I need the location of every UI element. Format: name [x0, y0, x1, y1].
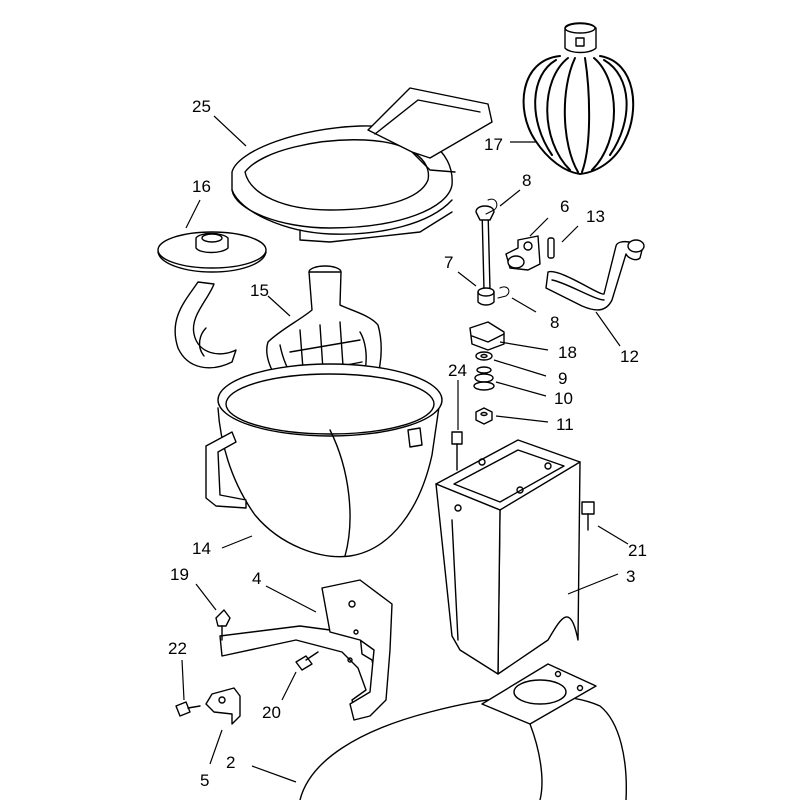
part-9-washer — [475, 351, 493, 361]
callout-3: 3 — [626, 567, 635, 586]
callout-20: 20 — [262, 703, 281, 722]
part-24-screw — [451, 431, 463, 471]
part-2-base — [299, 663, 627, 800]
part-21-screw — [581, 501, 595, 531]
part-8-clip-lower — [497, 286, 510, 299]
part-25-pouring-shield — [231, 87, 493, 243]
part-11-nut — [475, 407, 493, 425]
part-10-spring — [473, 366, 495, 391]
callout-25: 25 — [192, 97, 211, 116]
callout-6: 6 — [560, 197, 569, 216]
callout-11: 11 — [556, 415, 574, 434]
part-17-wire-whip — [522, 22, 635, 175]
part-13-roll-pin — [547, 237, 555, 259]
part-18-block — [469, 321, 505, 351]
callout-12: 12 — [620, 347, 639, 366]
part-7-pin — [475, 205, 495, 306]
callout-9: 9 — [558, 369, 567, 388]
callout-21: 21 — [628, 541, 647, 560]
callout-4: 4 — [252, 569, 261, 588]
callout-16: 16 — [192, 177, 211, 196]
callout-labels: 25 16 15 17 8 6 13 7 8 18 12 9 24 10 11 … — [168, 97, 647, 790]
callout-7: 7 — [444, 253, 453, 272]
part-16-dough-hook — [157, 231, 267, 369]
part-19-lock-pin — [215, 609, 231, 641]
part-4-bowl-bracket — [219, 579, 393, 721]
callout-15: 15 — [250, 281, 269, 300]
callout-8-lower: 8 — [550, 313, 559, 332]
callout-17: 17 — [484, 135, 503, 154]
callout-19: 19 — [170, 565, 189, 584]
callout-2: 2 — [226, 753, 235, 772]
part-12-crank-handle — [545, 239, 645, 311]
part-8-clip-upper — [485, 198, 498, 215]
part-22-screw — [175, 701, 201, 717]
callout-18: 18 — [558, 343, 577, 362]
part-14-mixing-bowl — [205, 363, 443, 558]
callout-8-upper: 8 — [522, 171, 531, 190]
part-20-screw — [295, 651, 319, 671]
part-3-column — [435, 439, 581, 675]
callout-13: 13 — [586, 207, 605, 226]
part-6-bracket — [505, 235, 541, 271]
callout-10: 10 — [554, 389, 573, 408]
callout-24: 24 — [448, 361, 467, 380]
callout-5: 5 — [200, 771, 209, 790]
leader-lines — [181, 115, 629, 783]
callout-14: 14 — [192, 539, 211, 558]
callout-22: 22 — [168, 639, 187, 658]
part-5-clamp-plate — [205, 687, 241, 725]
